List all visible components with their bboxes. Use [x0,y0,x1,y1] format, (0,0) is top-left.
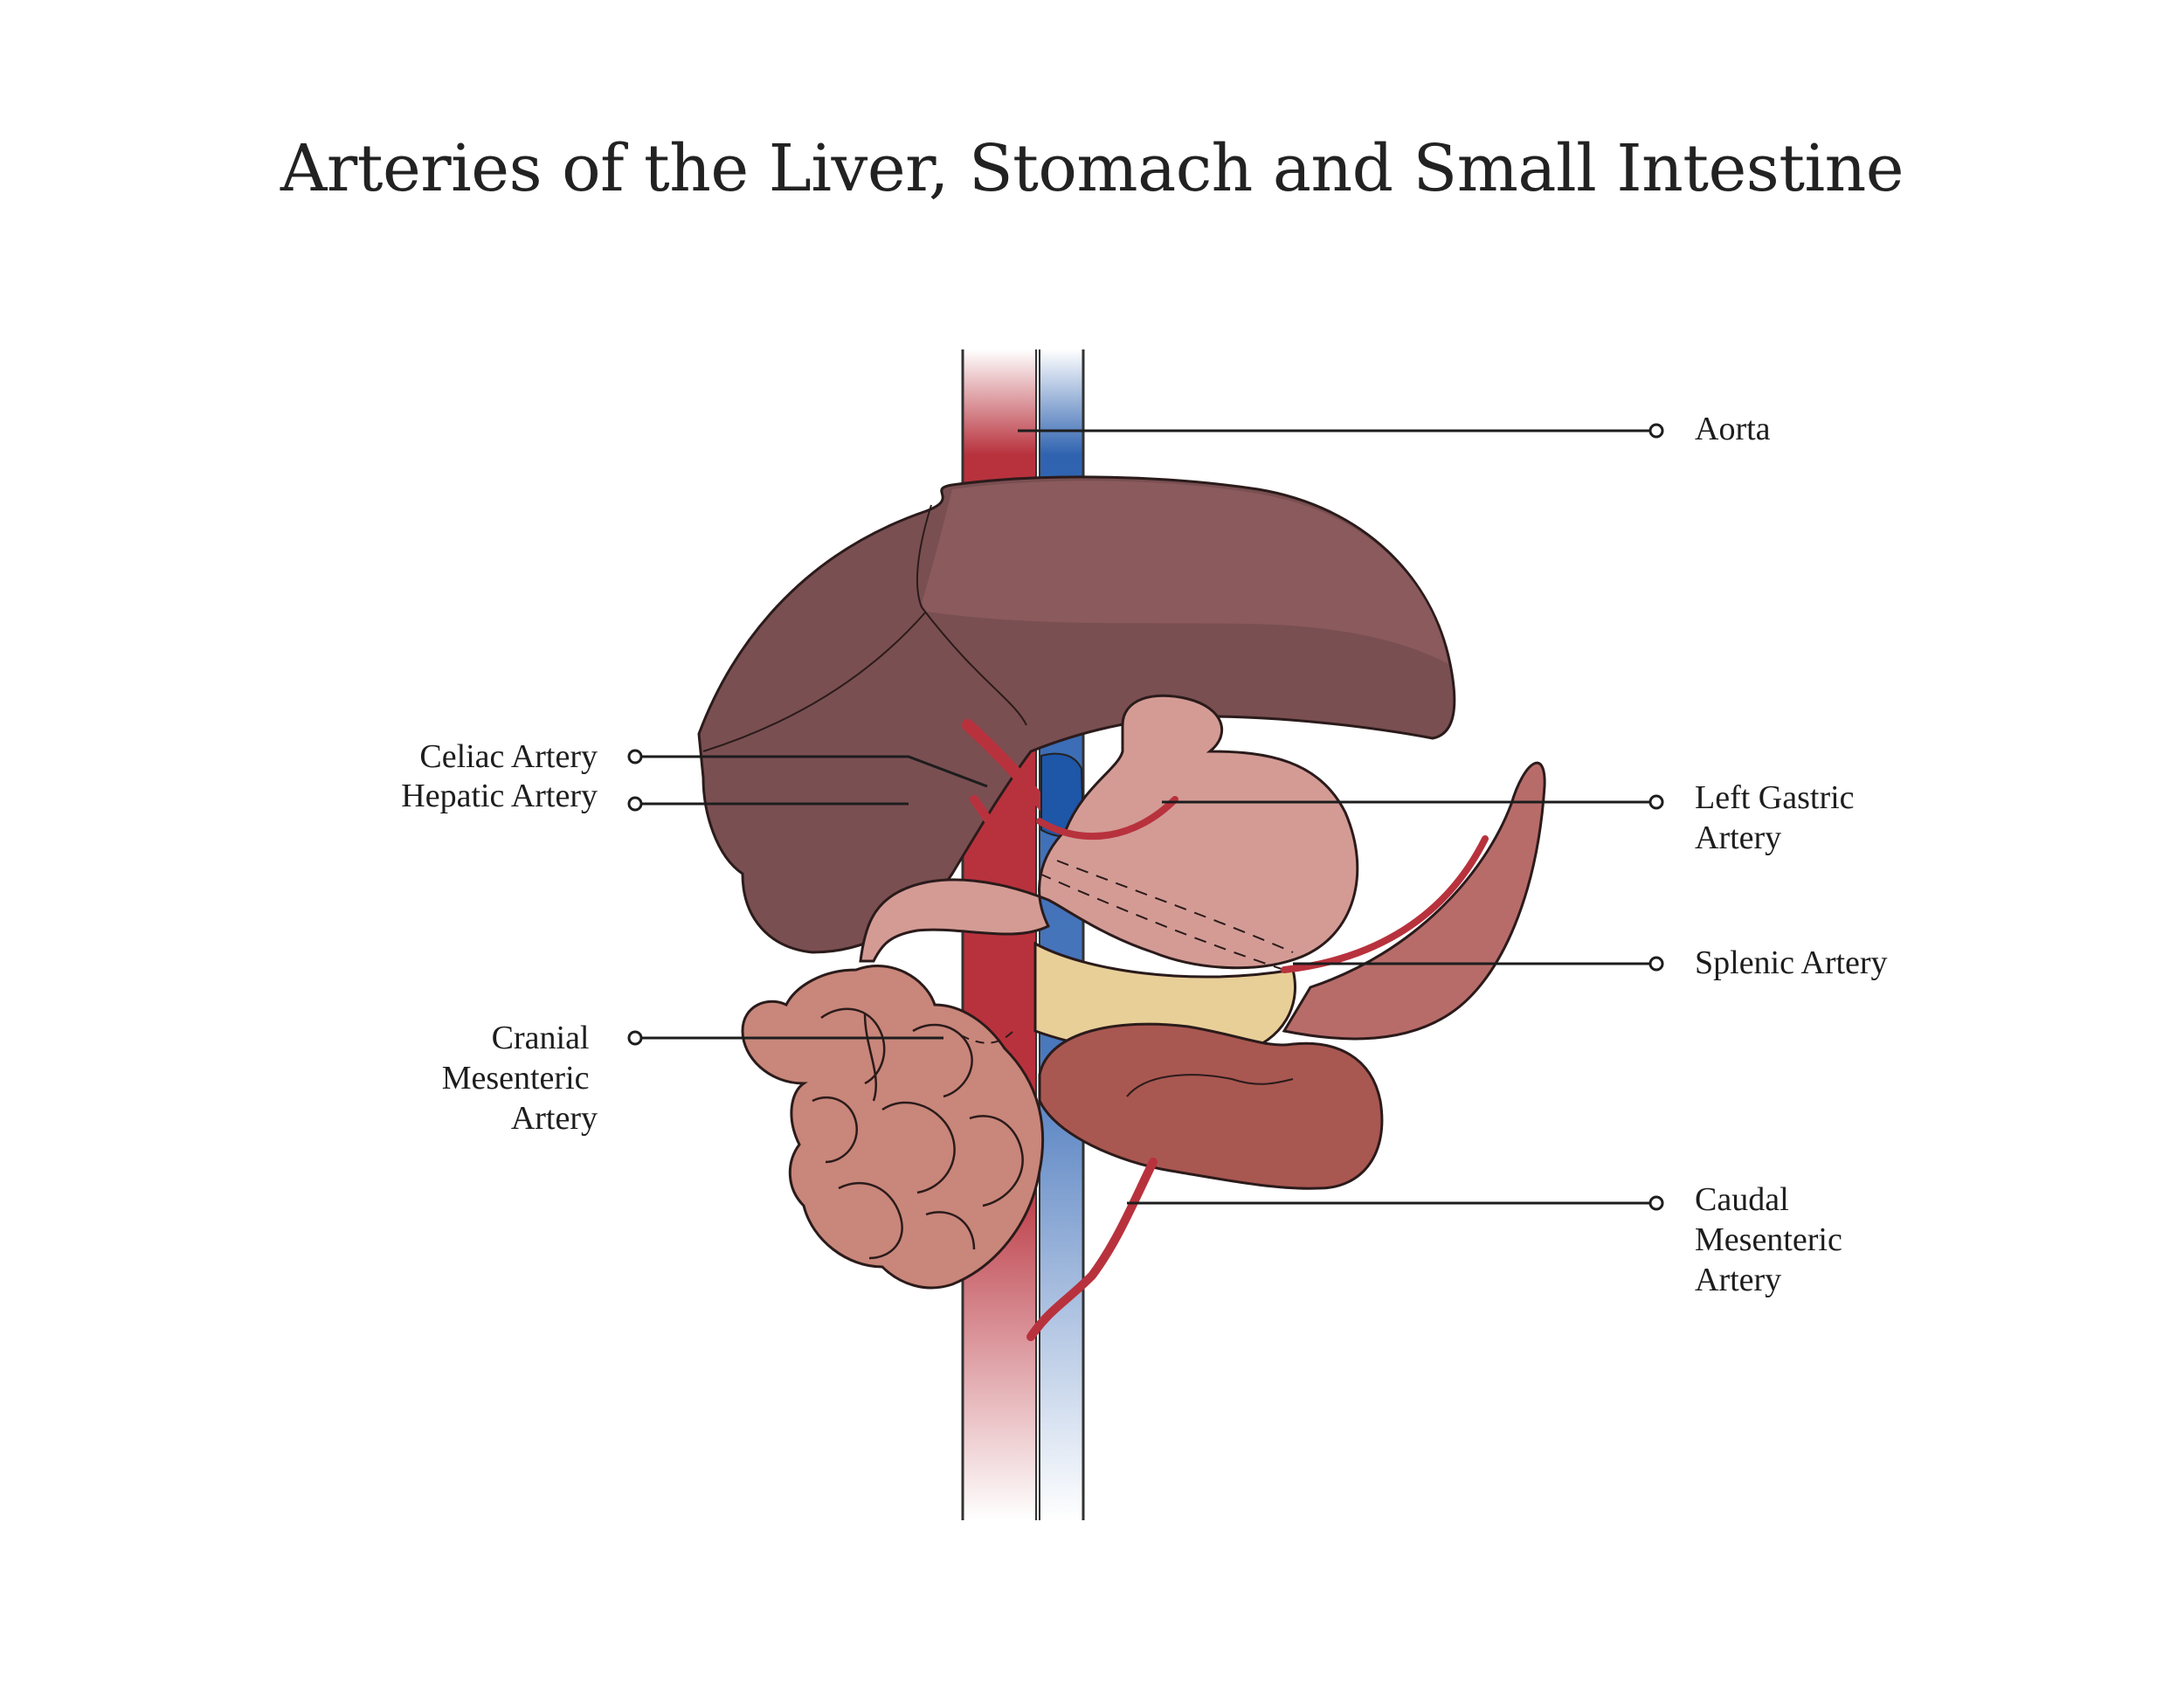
hepatic-artery-label: Hepatic Artery [401,778,598,814]
diagram-title: Arteries of the Liver, Stomach and Small… [280,131,1904,206]
caudal-mesenteric-branch [1026,1158,1158,1341]
stomach-dashed-line [1039,873,1285,971]
aorta-label: Aorta [1695,411,1771,447]
left-gastric-branch [1036,796,1178,841]
leader-lines [640,429,1651,1205]
leader-endpoints [627,423,1664,1211]
kidney-hilum [1126,1074,1294,1097]
liver-lobe-line [916,504,1027,726]
kidney-shape [1038,1022,1384,1190]
cranial-mesenteric-branch [960,1030,1014,1044]
left-gastric-label: Left Gastric Artery [1695,779,1863,856]
caudal-mesenteric-label: Caudal Mesenteric Artery [1695,1181,1850,1298]
liver-lobe-line-2 [702,611,927,752]
celiac-artery-label: Celiac Artery [419,738,598,775]
spleen-shape [1282,761,1546,1041]
stomach-dashed-line-2 [1056,860,1294,953]
cranial-mesenteric-label: Cranial Mesenteric Artery [442,1020,598,1137]
intestine-folds [812,1007,1024,1260]
splenic-artery-label: Splenic Artery [1695,944,1888,981]
celiac-leader [640,755,988,788]
hepatic-branch [970,795,1026,869]
liver-lobe-highlight [922,481,1448,664]
